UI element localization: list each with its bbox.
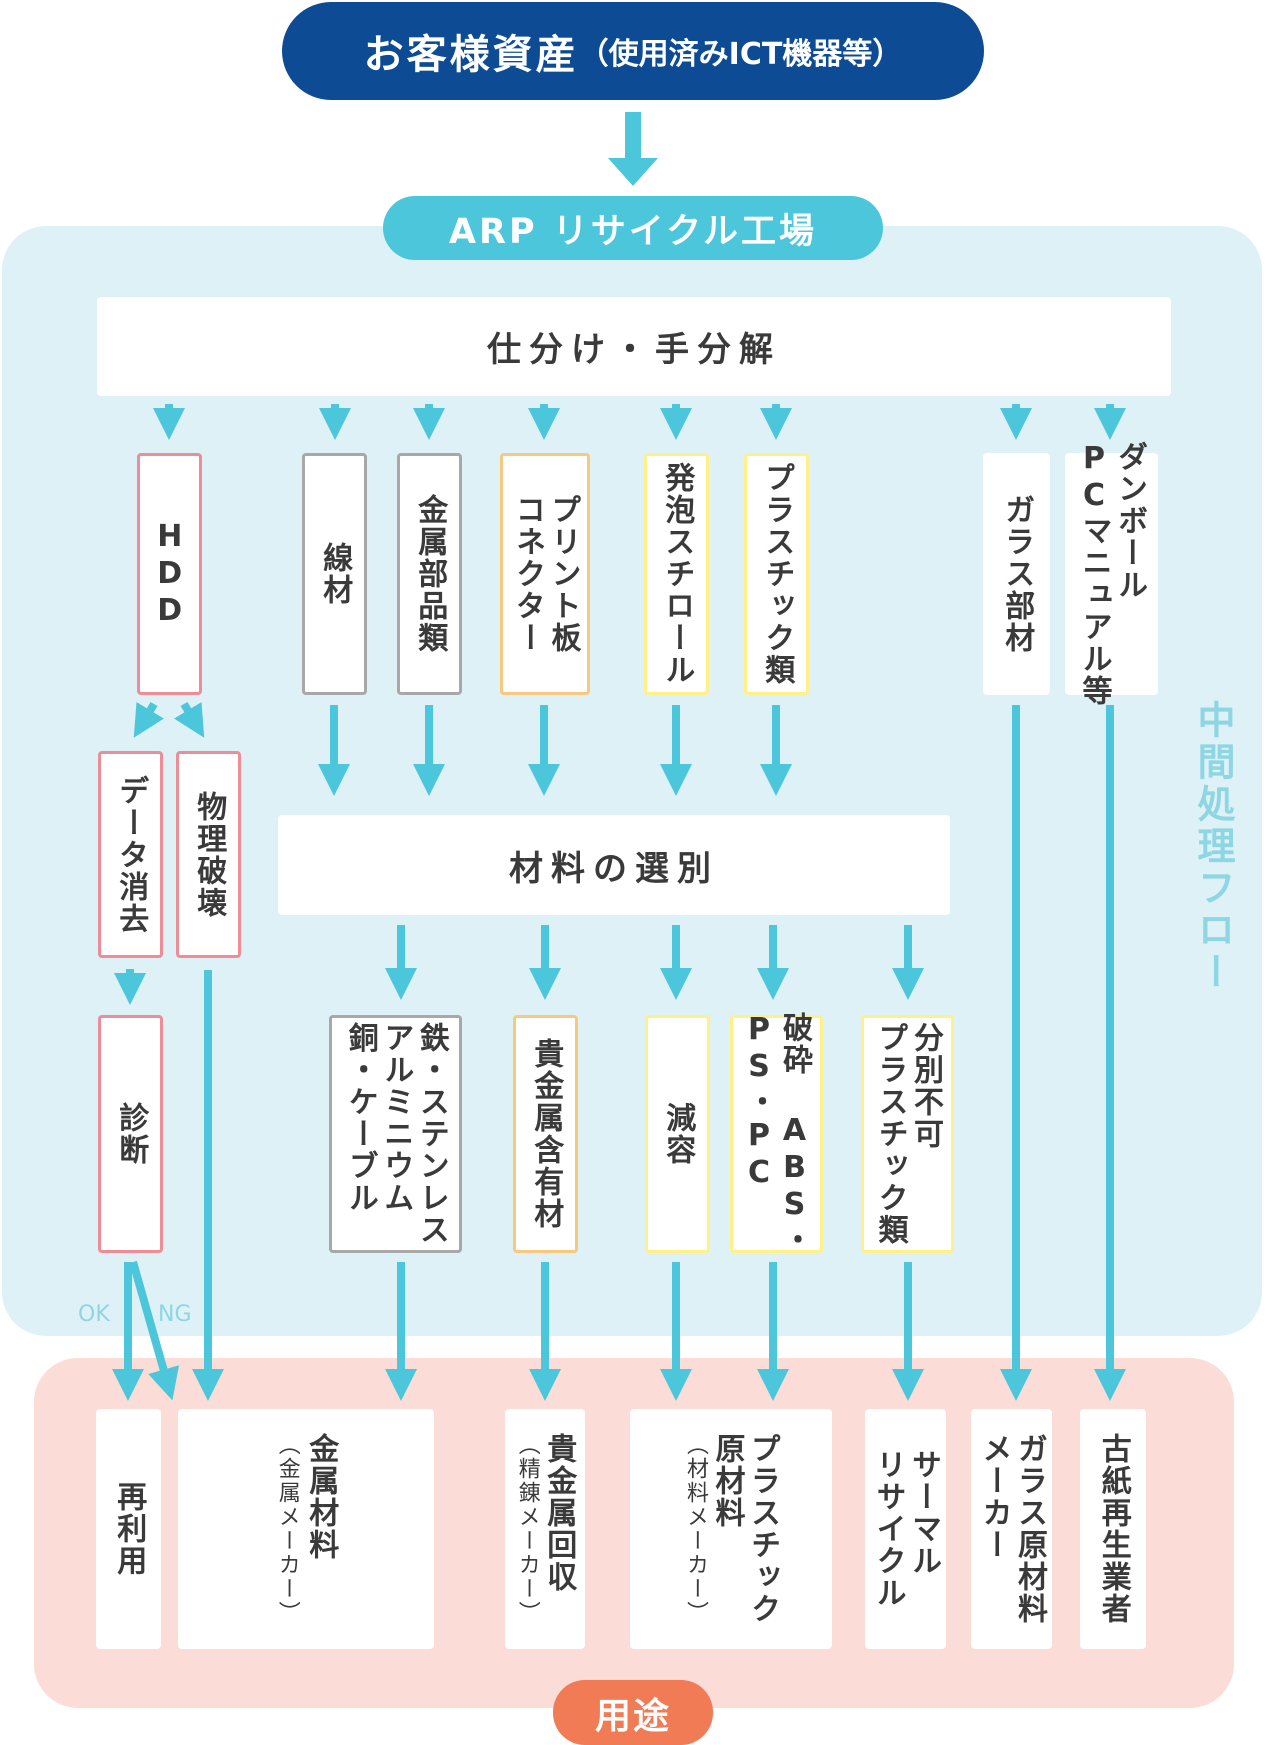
hdd-erase: データ消去	[98, 751, 163, 958]
use-metal-material-main: 金属材料	[303, 1433, 339, 1561]
hdd-diagnose-label: 診断	[113, 1102, 149, 1166]
item-cardboard-line2: PCマニュアル等	[1076, 441, 1112, 707]
use-plastic-material-line1: プラスチック	[745, 1433, 781, 1625]
material-reduce: 減容	[645, 1015, 710, 1253]
material-unsorted: 分別不可 プラスチック類	[861, 1015, 954, 1253]
use-paper: 古紙再生業者	[1080, 1409, 1146, 1649]
use-thermal-line2: リサイクル	[870, 1449, 906, 1609]
use-thermal: サーマル リサイクル	[865, 1409, 946, 1649]
use-plastic-material-line2: 原材料	[709, 1433, 745, 1529]
material-metals-line3: 銅・ケーブル	[342, 1022, 378, 1214]
factory-label: ARP リサイクル工場	[383, 196, 883, 260]
item-plastics: プラスチック類	[744, 453, 809, 695]
material-precious-label: 貴金属含有材	[528, 1038, 564, 1230]
customer-assets-header: お客様資産（使用済みICT機器等）	[282, 2, 984, 100]
use-precious-recovery: 貴金属回収 （精錬メーカー）	[505, 1409, 585, 1649]
material-unsorted-line1: 分別不可	[908, 1022, 943, 1150]
selection-step: 材料の選別	[278, 815, 950, 915]
item-glass-label: ガラス部材	[999, 494, 1035, 654]
item-metal-parts: 金属部品類	[397, 453, 462, 695]
item-cardboard-line1: ダンボール	[1112, 441, 1147, 601]
use-plastic-material-note: （材料メーカー）	[683, 1433, 709, 1625]
use-reuse-label: 再利用	[111, 1481, 147, 1577]
header-title: お客様資産	[363, 32, 579, 78]
use-paper-label: 古紙再生業者	[1095, 1433, 1131, 1625]
sorting-step: 仕分け・手分解	[97, 297, 1171, 396]
ok-label: OK	[78, 1302, 110, 1327]
material-metals: 鉄・ステンレス アルミニウム 銅・ケーブル	[329, 1015, 462, 1253]
item-pcb: プリント板 コネクター	[500, 453, 590, 695]
item-hdd: HDD	[137, 453, 202, 695]
hdd-destroy: 物理破壊	[176, 751, 241, 958]
material-precious: 貴金属含有材	[513, 1015, 578, 1253]
material-crushed-line1: 破砕 ABS・	[777, 1012, 812, 1256]
use-glass-material-line2: メーカー	[976, 1433, 1012, 1561]
header-subtitle: （使用済みICT機器等）	[578, 37, 903, 72]
material-reduce-label: 減容	[660, 1102, 696, 1166]
item-hdd-label: HDD	[152, 518, 188, 630]
item-cardboard: ダンボール PCマニュアル等	[1065, 441, 1158, 707]
use-glass-material-line1: ガラス原材料	[1012, 1433, 1047, 1625]
material-crushed-line2: PS・PC	[741, 1012, 777, 1192]
item-wire: 線材	[302, 453, 367, 695]
footer-label: 用途	[553, 1680, 713, 1745]
material-crushed: 破砕 ABS・ PS・PC	[730, 1012, 823, 1256]
hdd-destroy-label: 物理破壊	[191, 790, 227, 919]
hdd-erase-label: データ消去	[113, 774, 149, 935]
use-plastic-material: プラスチック 原材料 （材料メーカー）	[630, 1409, 832, 1649]
item-plastics-label: プラスチック類	[759, 462, 795, 686]
use-precious-recovery-note: （精錬メーカー）	[514, 1433, 540, 1625]
material-metals-line1: 鉄・ステンレス	[413, 1022, 449, 1246]
use-glass-material: ガラス原材料 メーカー	[971, 1409, 1052, 1649]
use-thermal-line1: サーマル	[906, 1449, 941, 1577]
material-unsorted-line2: プラスチック類	[872, 1022, 908, 1246]
material-metals-line2: アルミニウム	[378, 1022, 414, 1214]
use-precious-recovery-main: 貴金属回収	[541, 1433, 577, 1593]
item-wire-label: 線材	[317, 542, 353, 606]
ng-label: NG	[158, 1302, 192, 1327]
use-metal-material-note: （金属メーカー）	[274, 1433, 300, 1625]
item-metal-parts-label: 金属部品類	[412, 494, 448, 654]
use-metal-material: 金属材料 （金属メーカー）	[178, 1409, 434, 1649]
item-styrofoam: 発泡スチロール	[644, 453, 709, 695]
item-pcb-line2: コネクター	[510, 494, 545, 654]
item-pcb-line1: プリント板	[545, 494, 581, 654]
hdd-diagnose: 診断	[98, 1015, 163, 1253]
item-styrofoam-label: 発泡スチロール	[659, 462, 695, 686]
use-reuse: 再利用	[96, 1409, 161, 1649]
side-label: 中間処理フロー	[1191, 700, 1235, 994]
item-glass: ガラス部材	[983, 453, 1050, 695]
